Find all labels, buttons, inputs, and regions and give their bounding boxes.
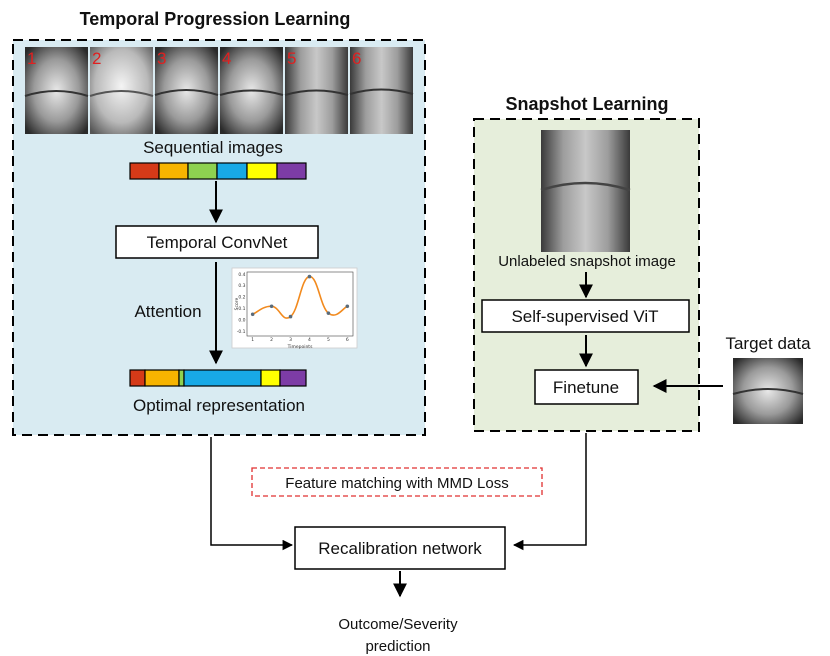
temporal-panel-title: Temporal Progression Learning	[80, 9, 351, 29]
optimal-cell-4	[183, 369, 262, 387]
knee-xray-image-1: 1	[24, 47, 89, 134]
image-number-3: 3	[157, 49, 166, 68]
attention-label: Attention	[134, 302, 201, 321]
optimal-cell-1	[129, 369, 146, 387]
unlabeled-snapshot-xray	[540, 130, 631, 252]
feature-cell-2	[158, 162, 189, 180]
attention-plot-background	[231, 267, 358, 349]
optimal-cell-6	[279, 369, 307, 387]
plot-point-5	[326, 311, 331, 315]
plot-point-6	[345, 304, 350, 309]
plot-ytick-3: 0.2	[238, 295, 245, 301]
plot-ytick-6: -0.1	[237, 329, 246, 335]
plot-xlabel: Timepoints	[287, 344, 313, 350]
feature-cell-1	[129, 162, 160, 180]
plot-point-3	[288, 314, 293, 319]
attention-curve	[252, 275, 348, 319]
knee-xray-image-4: 4	[219, 47, 284, 134]
optimal-cell-3	[178, 369, 185, 387]
snapshot-panel-title: Snapshot Learning	[505, 94, 668, 114]
arrow-temporal-to-recalibration	[210, 437, 294, 551]
plot-xtick-1: 1	[251, 337, 254, 343]
target-data-xray	[732, 358, 804, 424]
image-number-4: 4	[222, 49, 231, 68]
sequential-images-label: Sequential images	[143, 138, 283, 157]
plot-ytick-2: 0.3	[238, 283, 245, 289]
sequential-feature-bar	[129, 162, 307, 180]
plot-xtick-6: 6	[346, 337, 349, 343]
target-data-label: Target data	[725, 334, 811, 353]
plot-ytick-1: 0.4	[238, 272, 245, 278]
mmd-loss-box	[251, 467, 543, 497]
arrow-snapshot-to-recalibration	[512, 433, 587, 551]
plot-xtick-4: 4	[308, 337, 311, 343]
plot-xtick-5: 5	[327, 337, 330, 343]
plot-point-2	[269, 304, 274, 309]
attention-plot: 0.4 0.3 0.2 0.1 0.0 -0.1 1 2 3 4 5 6 Score Timepoi…	[231, 267, 358, 350]
unlabeled-snapshot-label: Unlabeled snapshot image	[498, 253, 676, 270]
sequential-image-strip: 1 2 3 4 5 6	[24, 47, 414, 134]
temporal-convnet-box	[115, 225, 319, 259]
temporal-convnet-label: Temporal ConvNet	[147, 233, 288, 252]
feature-cell-3	[187, 162, 218, 180]
recalibration-network-label: Recalibration network	[318, 539, 482, 558]
plot-xtick-3: 3	[289, 337, 292, 343]
image-number-6: 6	[352, 49, 361, 68]
optimal-representation-bar	[129, 369, 307, 387]
recalibration-network-box	[294, 526, 506, 570]
image-number-1: 1	[27, 49, 36, 68]
feature-cell-5	[246, 162, 278, 180]
plot-point-4	[307, 274, 312, 279]
feature-cell-6	[276, 162, 307, 180]
plot-ytick-5: 0.0	[238, 318, 245, 324]
optimal-representation-label: Optimal representation	[133, 396, 305, 415]
image-number-2: 2	[92, 49, 101, 68]
self-supervised-vit-label: Self-supervised ViT	[511, 307, 658, 326]
knee-xray-image-6: 6	[349, 47, 414, 134]
plot-point-1	[250, 312, 255, 317]
self-supervised-vit-box	[481, 299, 690, 333]
optimal-cell-2	[144, 369, 180, 387]
plot-ylabel: Score	[234, 297, 240, 310]
mmd-loss-label: Feature matching with MMD Loss	[285, 475, 508, 492]
finetune-label: Finetune	[553, 378, 619, 397]
knee-xray-image-3: 3	[154, 47, 219, 134]
image-number-5: 5	[287, 49, 296, 68]
attention-plot-axes	[246, 271, 354, 337]
plot-ytick-4: 0.1	[238, 306, 245, 312]
outcome-label-line1: Outcome/Severity	[338, 616, 458, 633]
knee-xray-image-2: 2	[89, 47, 154, 134]
knee-xray-image-5: 5	[284, 47, 349, 134]
outcome-label-line2: prediction	[365, 638, 430, 655]
feature-cell-4	[216, 162, 248, 180]
finetune-box	[534, 369, 639, 405]
plot-xtick-2: 2	[270, 337, 273, 343]
optimal-cell-5	[260, 369, 281, 387]
